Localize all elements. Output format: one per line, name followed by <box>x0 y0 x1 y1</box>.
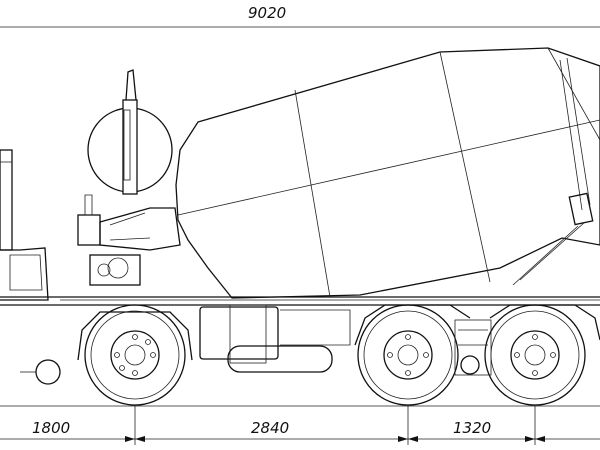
overall-dimension: 9020 <box>0 4 600 28</box>
front-wheel <box>77 304 193 406</box>
front-overhang-label: 1800 <box>32 419 70 437</box>
rear-wheel-1 <box>354 304 471 406</box>
cab-front <box>0 149 181 301</box>
water-tank <box>87 69 173 195</box>
rear-axle-spacing-label: 1320 <box>453 419 491 437</box>
tow-hook <box>20 359 61 385</box>
overall-length-label: 9020 <box>248 4 286 22</box>
mixer-drum <box>175 47 600 299</box>
chassis-frame <box>0 296 600 373</box>
bottom-dimensions: 1800 2840 1320 <box>0 405 600 445</box>
wheelbase-label: 2840 <box>251 419 289 437</box>
rear-suspension <box>454 319 492 376</box>
rear-wheel-2 <box>484 304 600 406</box>
